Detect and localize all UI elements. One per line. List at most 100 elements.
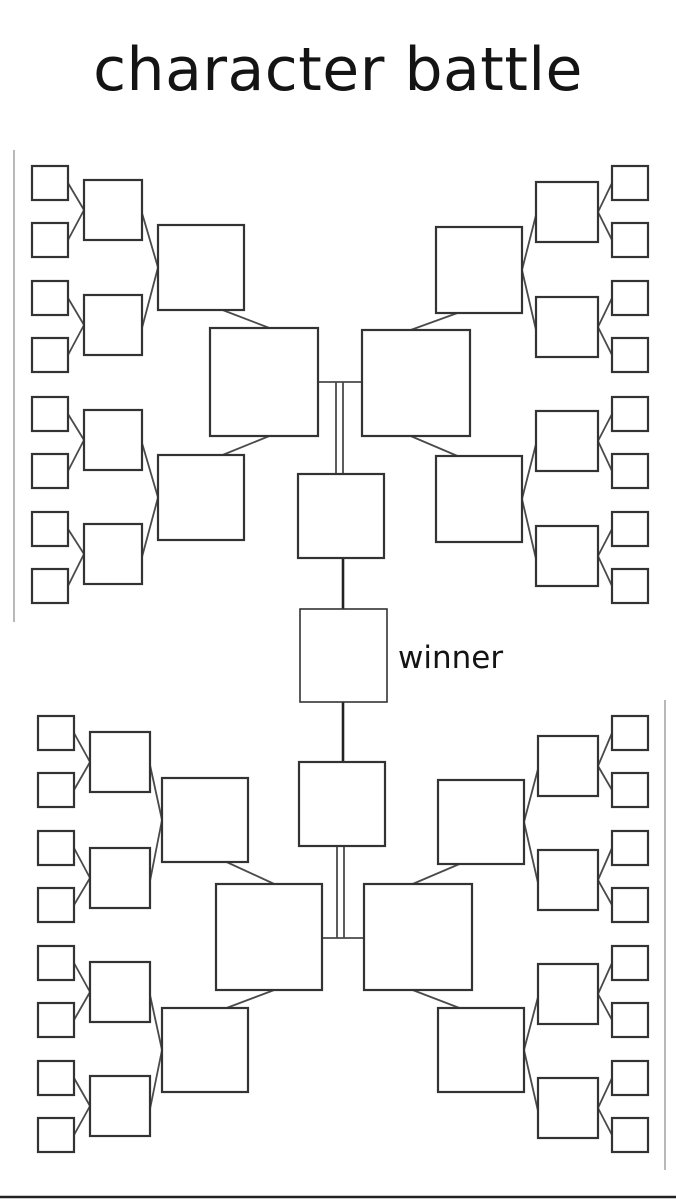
top-left-round16-slot-2[interactable] xyxy=(30,221,70,259)
top-right-round16-slot-2[interactable] xyxy=(610,221,650,259)
bracket-connector xyxy=(523,1049,539,1112)
bracket-connector xyxy=(67,439,85,472)
top-right-round16-slot-5[interactable] xyxy=(610,395,650,433)
bottom-left-round16-slot-3[interactable] xyxy=(36,829,76,867)
top-left-semifinal-slot[interactable] xyxy=(208,326,320,438)
bracket-connector xyxy=(523,821,539,884)
bracket-connector xyxy=(597,1107,613,1136)
top-right-round8-slot-2[interactable] xyxy=(534,295,600,359)
top-left-round16-slot-3[interactable] xyxy=(30,279,70,317)
bottom-left-round16-slot-8[interactable] xyxy=(36,1116,76,1154)
bracket-connector xyxy=(597,765,613,791)
top-right-round16-slot-3[interactable] xyxy=(610,279,650,317)
bottom-right-round16-slot-2[interactable] xyxy=(610,771,650,809)
bottom-right-round8-slot-4[interactable] xyxy=(536,1076,600,1140)
bracket-connector xyxy=(597,297,613,328)
top-right-round8-slot-1[interactable] xyxy=(534,180,600,244)
top-left-round4-slot-2[interactable] xyxy=(156,453,246,542)
bracket-connector xyxy=(597,326,613,356)
top-left-round16-slot-7[interactable] xyxy=(30,510,70,548)
bracket-connector xyxy=(521,214,537,271)
bottom-left-semifinal-slot[interactable] xyxy=(214,882,324,992)
bracket-connector xyxy=(521,443,537,500)
top-left-round8-slot-3[interactable] xyxy=(82,408,144,472)
top-left-round8-slot-2[interactable] xyxy=(82,293,144,357)
bottom-left-round16-slot-6[interactable] xyxy=(36,1001,76,1039)
bottom-right-round4-slot-2[interactable] xyxy=(436,1006,526,1094)
top-right-round16-slot-1[interactable] xyxy=(610,164,650,202)
bracket-connector xyxy=(73,732,91,763)
top-left-round16-slot-1[interactable] xyxy=(30,164,70,202)
bottom-right-round16-slot-4[interactable] xyxy=(610,886,650,924)
bracket-connector xyxy=(149,764,163,821)
top-left-round16-slot-8[interactable] xyxy=(30,567,70,605)
bracket-connector xyxy=(412,989,460,1009)
bottom-left-round16-slot-5[interactable] xyxy=(36,944,76,982)
top-right-round4-slot-2[interactable] xyxy=(434,454,524,544)
bottom-right-round4-slot-1[interactable] xyxy=(436,778,526,866)
bottom-left-round4-slot-2[interactable] xyxy=(160,1006,250,1094)
page-edges xyxy=(0,150,676,1199)
bracket-connector xyxy=(523,768,539,823)
bracket-connector xyxy=(222,435,270,456)
top-right-round8-slot-4[interactable] xyxy=(534,524,600,588)
top-left-round4-slot-1[interactable] xyxy=(156,223,246,312)
bottom-right-semifinal-slot[interactable] xyxy=(362,882,474,992)
bracket-connector xyxy=(597,182,613,213)
bracket-connector xyxy=(67,528,85,555)
top-right-round8-slot-3[interactable] xyxy=(534,409,600,473)
bottom-right-round16-slot-6[interactable] xyxy=(610,1001,650,1039)
bracket-connector xyxy=(141,267,159,329)
top-right-semifinal-slot[interactable] xyxy=(360,328,472,438)
bracket-connector xyxy=(226,989,275,1009)
top-right-round4-slot-1[interactable] xyxy=(434,225,524,315)
bottom-final-slot[interactable] xyxy=(297,760,387,848)
top-right-round16-slot-6[interactable] xyxy=(610,452,650,490)
bottom-right-round16-slot-3[interactable] xyxy=(610,829,650,867)
bracket-connector xyxy=(73,962,91,993)
bracket-slots xyxy=(30,164,650,1154)
top-final-slot[interactable] xyxy=(296,472,386,560)
bracket-connector xyxy=(73,1077,91,1107)
bottom-right-round8-slot-1[interactable] xyxy=(536,734,600,798)
bottom-right-round16-slot-7[interactable] xyxy=(610,1059,650,1097)
bottom-right-round8-slot-2[interactable] xyxy=(536,848,600,912)
top-right-round16-slot-8[interactable] xyxy=(610,567,650,605)
bottom-left-round8-slot-3[interactable] xyxy=(88,960,152,1024)
bracket-connector xyxy=(67,182,85,211)
top-right-round16-slot-4[interactable] xyxy=(610,336,650,374)
top-left-round16-slot-4[interactable] xyxy=(30,336,70,374)
bracket-connector xyxy=(597,413,613,442)
bottom-left-round8-slot-2[interactable] xyxy=(88,846,152,910)
winner-slot[interactable] xyxy=(299,608,388,703)
bracket-connector xyxy=(410,312,458,331)
bottom-left-round16-slot-2[interactable] xyxy=(36,771,76,809)
bottom-left-round8-slot-1[interactable] xyxy=(88,730,152,794)
bracket-connector xyxy=(149,1049,163,1110)
top-left-round8-slot-4[interactable] xyxy=(82,522,144,586)
bottom-left-round16-slot-1[interactable] xyxy=(36,714,76,752)
bottom-left-round4-slot-1[interactable] xyxy=(160,776,250,864)
bracket-connector xyxy=(141,497,159,558)
top-left-round8-slot-1[interactable] xyxy=(82,178,144,242)
bracket-connector xyxy=(141,212,159,268)
bottom-left-round16-slot-7[interactable] xyxy=(36,1059,76,1097)
bottom-right-round8-slot-3[interactable] xyxy=(536,962,600,1026)
top-left-round16-slot-5[interactable] xyxy=(30,395,70,433)
winner-label: winner xyxy=(398,640,504,676)
bottom-right-round16-slot-1[interactable] xyxy=(610,714,650,752)
bracket-connector xyxy=(597,1077,613,1109)
bracket-connector xyxy=(67,209,85,241)
bracket-connector xyxy=(597,440,613,472)
bracket-connector xyxy=(149,819,163,882)
bottom-left-round16-slot-4[interactable] xyxy=(36,886,76,924)
bracket-connector xyxy=(597,555,613,587)
top-left-round16-slot-6[interactable] xyxy=(30,452,70,490)
page-title: character battle xyxy=(93,35,583,105)
bottom-left-round8-slot-4[interactable] xyxy=(88,1074,152,1138)
bracket-connector xyxy=(410,435,458,457)
bottom-right-round16-slot-5[interactable] xyxy=(610,944,650,982)
bracket-connector xyxy=(523,996,539,1051)
top-right-round16-slot-7[interactable] xyxy=(610,510,650,548)
bottom-right-round16-slot-8[interactable] xyxy=(610,1116,650,1154)
